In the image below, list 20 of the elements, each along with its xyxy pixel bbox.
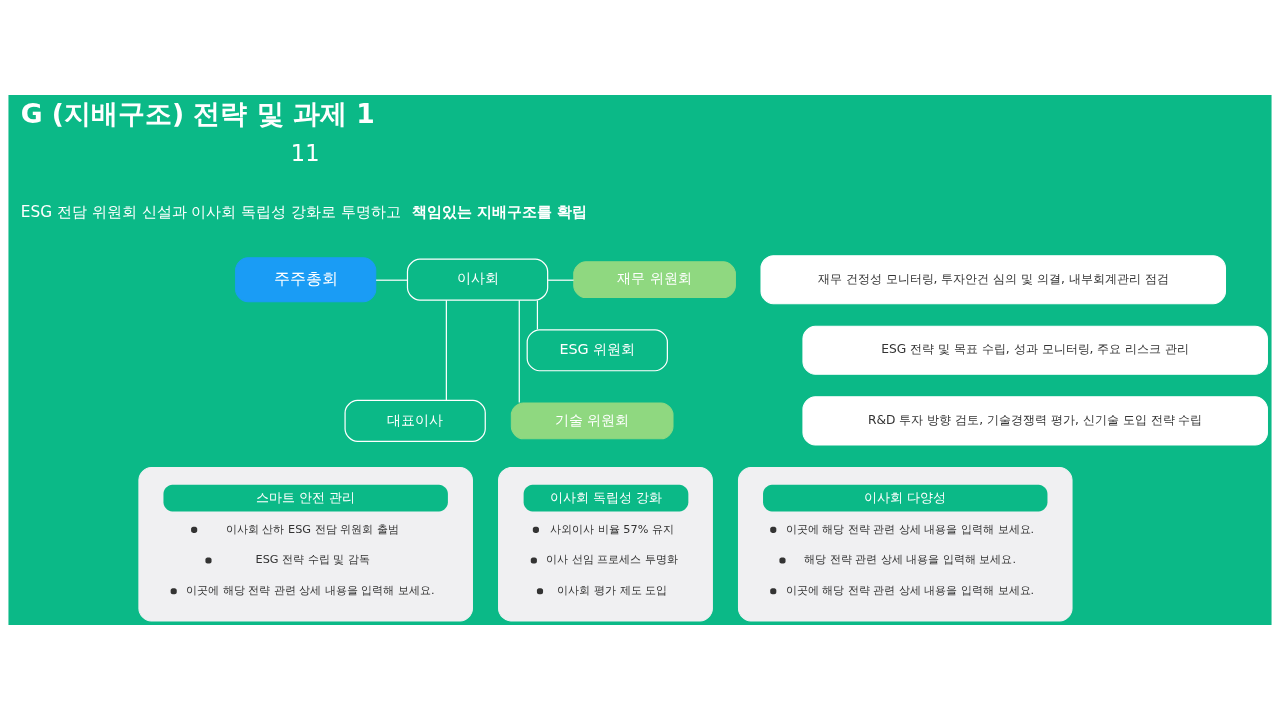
node-box: 이사회 다양성 이곳에 해당 전략 관련 상세 내용을 입력해 보세요. 해당 전략 관련 상세 내용을 입력해 보세요. 이곳에 해당 전략 관련 상세 내용을 입력해 보세요.	[737, 466, 1073, 622]
node-box: 기술 위원회	[510, 402, 674, 440]
node-box: ESG 전략 및 목표 수립, 성과 모니터링, 주요 리스크 관리	[802, 325, 1268, 375]
node-box: R&D 투자 방향 검토, 기술경쟁력 평가, 신기술 도입 전략 수립	[802, 396, 1268, 446]
node-box: 대표이사	[344, 399, 486, 442]
node-box: ESG 위원회	[526, 329, 668, 372]
node-box: 스마트 안전 관리 이사회 산하 ESG 전담 위원회 출범 ESG 전략 수립 및 감독 이곳에 해당 전략 관련 상세 내용을 입력해 보세요.	[138, 466, 473, 622]
connector	[445, 299, 447, 401]
connector	[375, 279, 408, 281]
label: ESG 전담 위원회 신설과 이사회 독립성 강화로 투명하고 책임있는 지배구조를 확립	[20, 203, 588, 222]
node-box: 주주총회	[235, 257, 377, 303]
node-box: 이사회 독립성 강화 사외이사 비율 57% 유지 이사 선임 프로세스 투명화 이사회 평가 제도 도입	[498, 466, 713, 622]
connector	[518, 299, 520, 404]
diagram-title: G (지배구조) 전략 및 과제 1	[20, 98, 375, 130]
node-box: 이사회	[406, 258, 549, 301]
connector	[547, 279, 575, 281]
node-box: 재무 건정성 모니터링, 투자안건 심의 및 의결, 내부회계관리 점검	[760, 255, 1226, 305]
node-box: 재무 위원회	[573, 261, 736, 299]
connector	[536, 299, 539, 330]
label: 11	[290, 140, 320, 167]
